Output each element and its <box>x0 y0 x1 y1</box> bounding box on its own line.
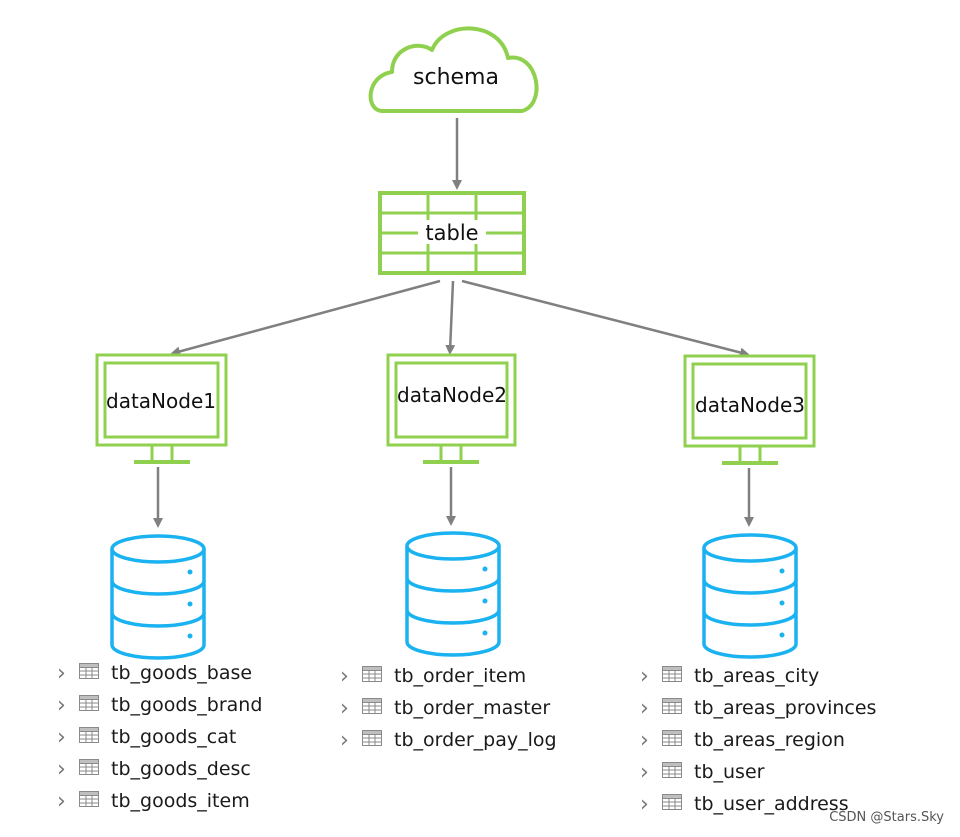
datanode2-table-list: › tb_order_item › tb_order_master › tb_order_… <box>340 660 557 756</box>
watermark: CSDN @Stars.Sky <box>829 810 944 825</box>
datanode3-monitor: dataNode3 <box>683 354 816 465</box>
datanode2-monitor: dataNode2 <box>386 353 517 464</box>
chevron-right-icon[interactable]: › <box>640 663 649 689</box>
monitor-icon <box>95 353 228 447</box>
table-icon <box>662 793 682 815</box>
arrow-table-to-datanode1 <box>170 279 441 357</box>
cloud-icon <box>368 26 539 113</box>
table-name: tb_areas_region <box>694 729 845 751</box>
table-icon <box>79 790 99 812</box>
monitor-icon <box>683 354 816 448</box>
table-icon <box>362 697 382 719</box>
chevron-right-icon[interactable]: › <box>640 727 649 753</box>
table-list-item[interactable]: › tb_goods_desc <box>57 753 262 785</box>
schema-label: schema <box>413 65 499 90</box>
database-icon <box>405 531 501 657</box>
arrow-table-to-datanode3 <box>461 279 750 358</box>
table-name: tb_goods_desc <box>111 758 251 780</box>
database-3 <box>702 533 798 659</box>
chevron-right-icon[interactable]: › <box>340 695 349 721</box>
table-list-item[interactable]: › tb_order_pay_log <box>340 724 557 756</box>
table-icon <box>79 694 99 716</box>
table-label: table <box>425 221 478 245</box>
database-2 <box>405 531 501 657</box>
datanode3-label: dataNode3 <box>695 393 805 417</box>
chevron-right-icon[interactable]: › <box>57 756 66 782</box>
table-list-item[interactable]: › tb_user <box>640 756 876 788</box>
chevron-right-icon[interactable]: › <box>57 788 66 814</box>
datanode1-table-list: › tb_goods_base › tb_goods_brand › tb_goods_c… <box>57 657 262 817</box>
datanode2-label: dataNode2 <box>397 383 507 407</box>
chevron-right-icon[interactable]: › <box>57 660 66 686</box>
table-icon <box>662 697 682 719</box>
monitor-icon <box>386 353 517 447</box>
table-name: tb_goods_cat <box>111 726 237 748</box>
table-name: tb_goods_item <box>111 790 250 812</box>
table-node: table <box>378 191 526 275</box>
table-list-item[interactable]: › tb_goods_brand <box>57 689 262 721</box>
table-icon <box>79 758 99 780</box>
table-list-item[interactable]: › tb_goods_base <box>57 657 262 689</box>
table-icon <box>662 665 682 687</box>
table-icon <box>662 729 682 751</box>
chevron-right-icon[interactable]: › <box>640 759 649 785</box>
table-list-item[interactable]: › tb_goods_item <box>57 785 262 817</box>
table-icon <box>79 662 99 684</box>
table-list-item[interactable]: › tb_order_master <box>340 692 557 724</box>
chevron-right-icon[interactable]: › <box>640 791 649 817</box>
schema-cloud: schema <box>368 26 539 113</box>
table-icon <box>79 726 99 748</box>
chevron-right-icon[interactable]: › <box>640 695 649 721</box>
datanode1-label: dataNode1 <box>106 389 216 413</box>
table-list-item[interactable]: › tb_areas_provinces <box>640 692 876 724</box>
table-name: tb_areas_provinces <box>694 697 877 719</box>
table-list-item[interactable]: › tb_user_address <box>640 788 876 820</box>
table-list-item[interactable]: › tb_order_item <box>340 660 557 692</box>
arrow-table-to-datanode2 <box>445 280 456 355</box>
table-name: tb_user_address <box>694 793 849 815</box>
table-list-item[interactable]: › tb_goods_cat <box>57 721 262 753</box>
chevron-right-icon[interactable]: › <box>340 663 349 689</box>
table-list-item[interactable]: › tb_areas_region <box>640 724 876 756</box>
chevron-right-icon[interactable]: › <box>57 692 66 718</box>
database-icon <box>110 534 206 660</box>
table-name: tb_order_item <box>394 665 527 687</box>
table-name: tb_order_master <box>394 697 551 719</box>
table-list-item[interactable]: › tb_areas_city <box>640 660 876 692</box>
table-name: tb_areas_city <box>694 665 820 687</box>
chevron-right-icon[interactable]: › <box>57 724 66 750</box>
table-icon <box>362 729 382 751</box>
chevron-right-icon[interactable]: › <box>340 727 349 753</box>
table-name: tb_user <box>694 761 765 783</box>
datanode3-table-list: › tb_areas_city › tb_areas_provinces › tb_are… <box>640 660 876 820</box>
table-icon <box>362 665 382 687</box>
table-icon <box>662 761 682 783</box>
database-1 <box>110 534 206 660</box>
table-name: tb_goods_base <box>111 662 253 684</box>
database-icon <box>702 533 798 659</box>
datanode1-monitor: dataNode1 <box>95 353 228 464</box>
table-name: tb_goods_brand <box>111 694 263 716</box>
table-name: tb_order_pay_log <box>394 729 557 751</box>
